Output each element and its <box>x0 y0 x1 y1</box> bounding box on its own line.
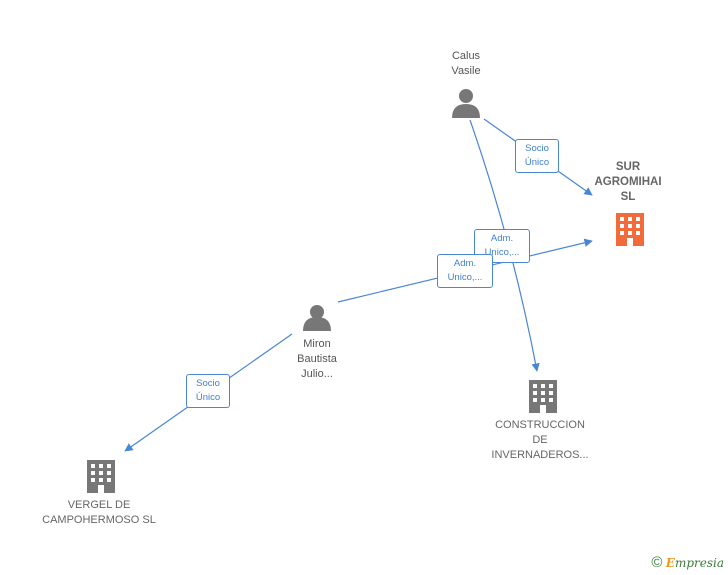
edge-label-line: Adm. <box>453 258 477 269</box>
edge-label-line: Único <box>195 392 221 403</box>
node-label-line: Calus <box>451 50 481 62</box>
node-label-calus[interactable]: Calus Vasile <box>426 49 506 79</box>
node-label-line: INVERNADEROS... <box>491 449 589 461</box>
node-label-line: Bautista <box>297 353 337 365</box>
building-icon-sur[interactable] <box>616 213 644 246</box>
edge-label-line: Unico,... <box>447 272 483 283</box>
node-label-line: Vasile <box>451 65 481 77</box>
node-label-line: SL <box>620 191 636 203</box>
edge-label-calus-sur[interactable]: Socio Único <box>515 139 559 173</box>
brand-initial: E <box>665 556 675 570</box>
edge-label-line: Adm. <box>490 233 514 244</box>
brand-name: mpresia <box>674 556 724 570</box>
node-label-line: AGROMIHAI <box>594 176 662 188</box>
edge-label-line: Unico,... <box>484 247 520 258</box>
person-icon-miron[interactable] <box>303 305 331 331</box>
building-icon-construccion[interactable] <box>529 380 557 413</box>
node-label-line: CAMPOHERMOSO SL <box>42 514 156 526</box>
node-label-construccion[interactable]: CONSTRUCCION DE INVERNADEROS... <box>480 418 600 463</box>
node-label-line: VERGEL DE <box>67 499 131 511</box>
node-label-line: CONSTRUCCION <box>495 419 585 431</box>
empresia-watermark[interactable]: © Empresia <box>651 554 724 571</box>
building-icon-vergel[interactable] <box>87 460 115 493</box>
node-label-line: DE <box>532 434 548 446</box>
edge-label-miron-sur[interactable]: Adm. Unico,... <box>437 254 493 288</box>
node-label-line: SUR <box>615 161 641 173</box>
copyright-icon: © <box>651 554 663 571</box>
node-label-vergel[interactable]: VERGEL DE CAMPOHERMOSO SL <box>34 498 164 528</box>
edge-label-line: Único <box>524 157 550 168</box>
node-label-line: Miron <box>303 338 331 350</box>
edge-label-miron-vergel[interactable]: Socio Único <box>186 374 230 408</box>
node-label-sur[interactable]: SUR AGROMIHAI SL <box>578 160 678 205</box>
person-icon-calus[interactable] <box>452 89 480 118</box>
edge-label-line: Socio <box>196 378 220 389</box>
node-label-miron[interactable]: Miron Bautista Julio... <box>277 337 357 382</box>
edge-label-line: Socio <box>525 143 549 154</box>
node-label-line: Julio... <box>301 368 333 380</box>
